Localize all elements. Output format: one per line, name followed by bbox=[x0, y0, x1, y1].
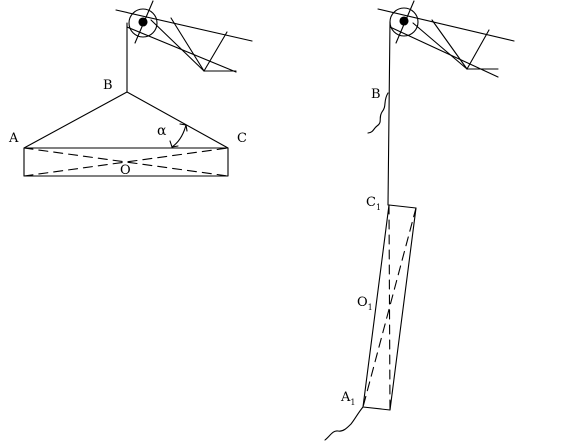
label-C1: C1 bbox=[366, 195, 381, 212]
left-beam bbox=[23, 147, 229, 177]
left-pulley bbox=[128, 8, 158, 38]
alpha-angle-arc bbox=[169, 123, 188, 148]
right-crane-boom bbox=[377, 0, 515, 78]
right-pulley bbox=[389, 7, 419, 37]
right-beam bbox=[362, 204, 417, 411]
label-alpha: α bbox=[157, 123, 167, 139]
left-crane-boom bbox=[115, 0, 253, 73]
label-B: B bbox=[103, 78, 113, 93]
right-slack-sling-lower bbox=[324, 406, 364, 441]
label-A1: A1 bbox=[340, 390, 355, 407]
right-hoist-rope bbox=[387, 21, 391, 206]
label-C: C bbox=[237, 131, 247, 146]
right-slack-sling-upper bbox=[367, 92, 389, 134]
right-beam-diagonals bbox=[362, 204, 417, 411]
label-O: O bbox=[120, 163, 131, 178]
left-beam-diagonals bbox=[23, 147, 229, 177]
label-O1: O1 bbox=[357, 295, 373, 312]
left-slings bbox=[23, 91, 229, 149]
label-B-right: B bbox=[371, 87, 381, 102]
label-A: A bbox=[8, 131, 19, 146]
